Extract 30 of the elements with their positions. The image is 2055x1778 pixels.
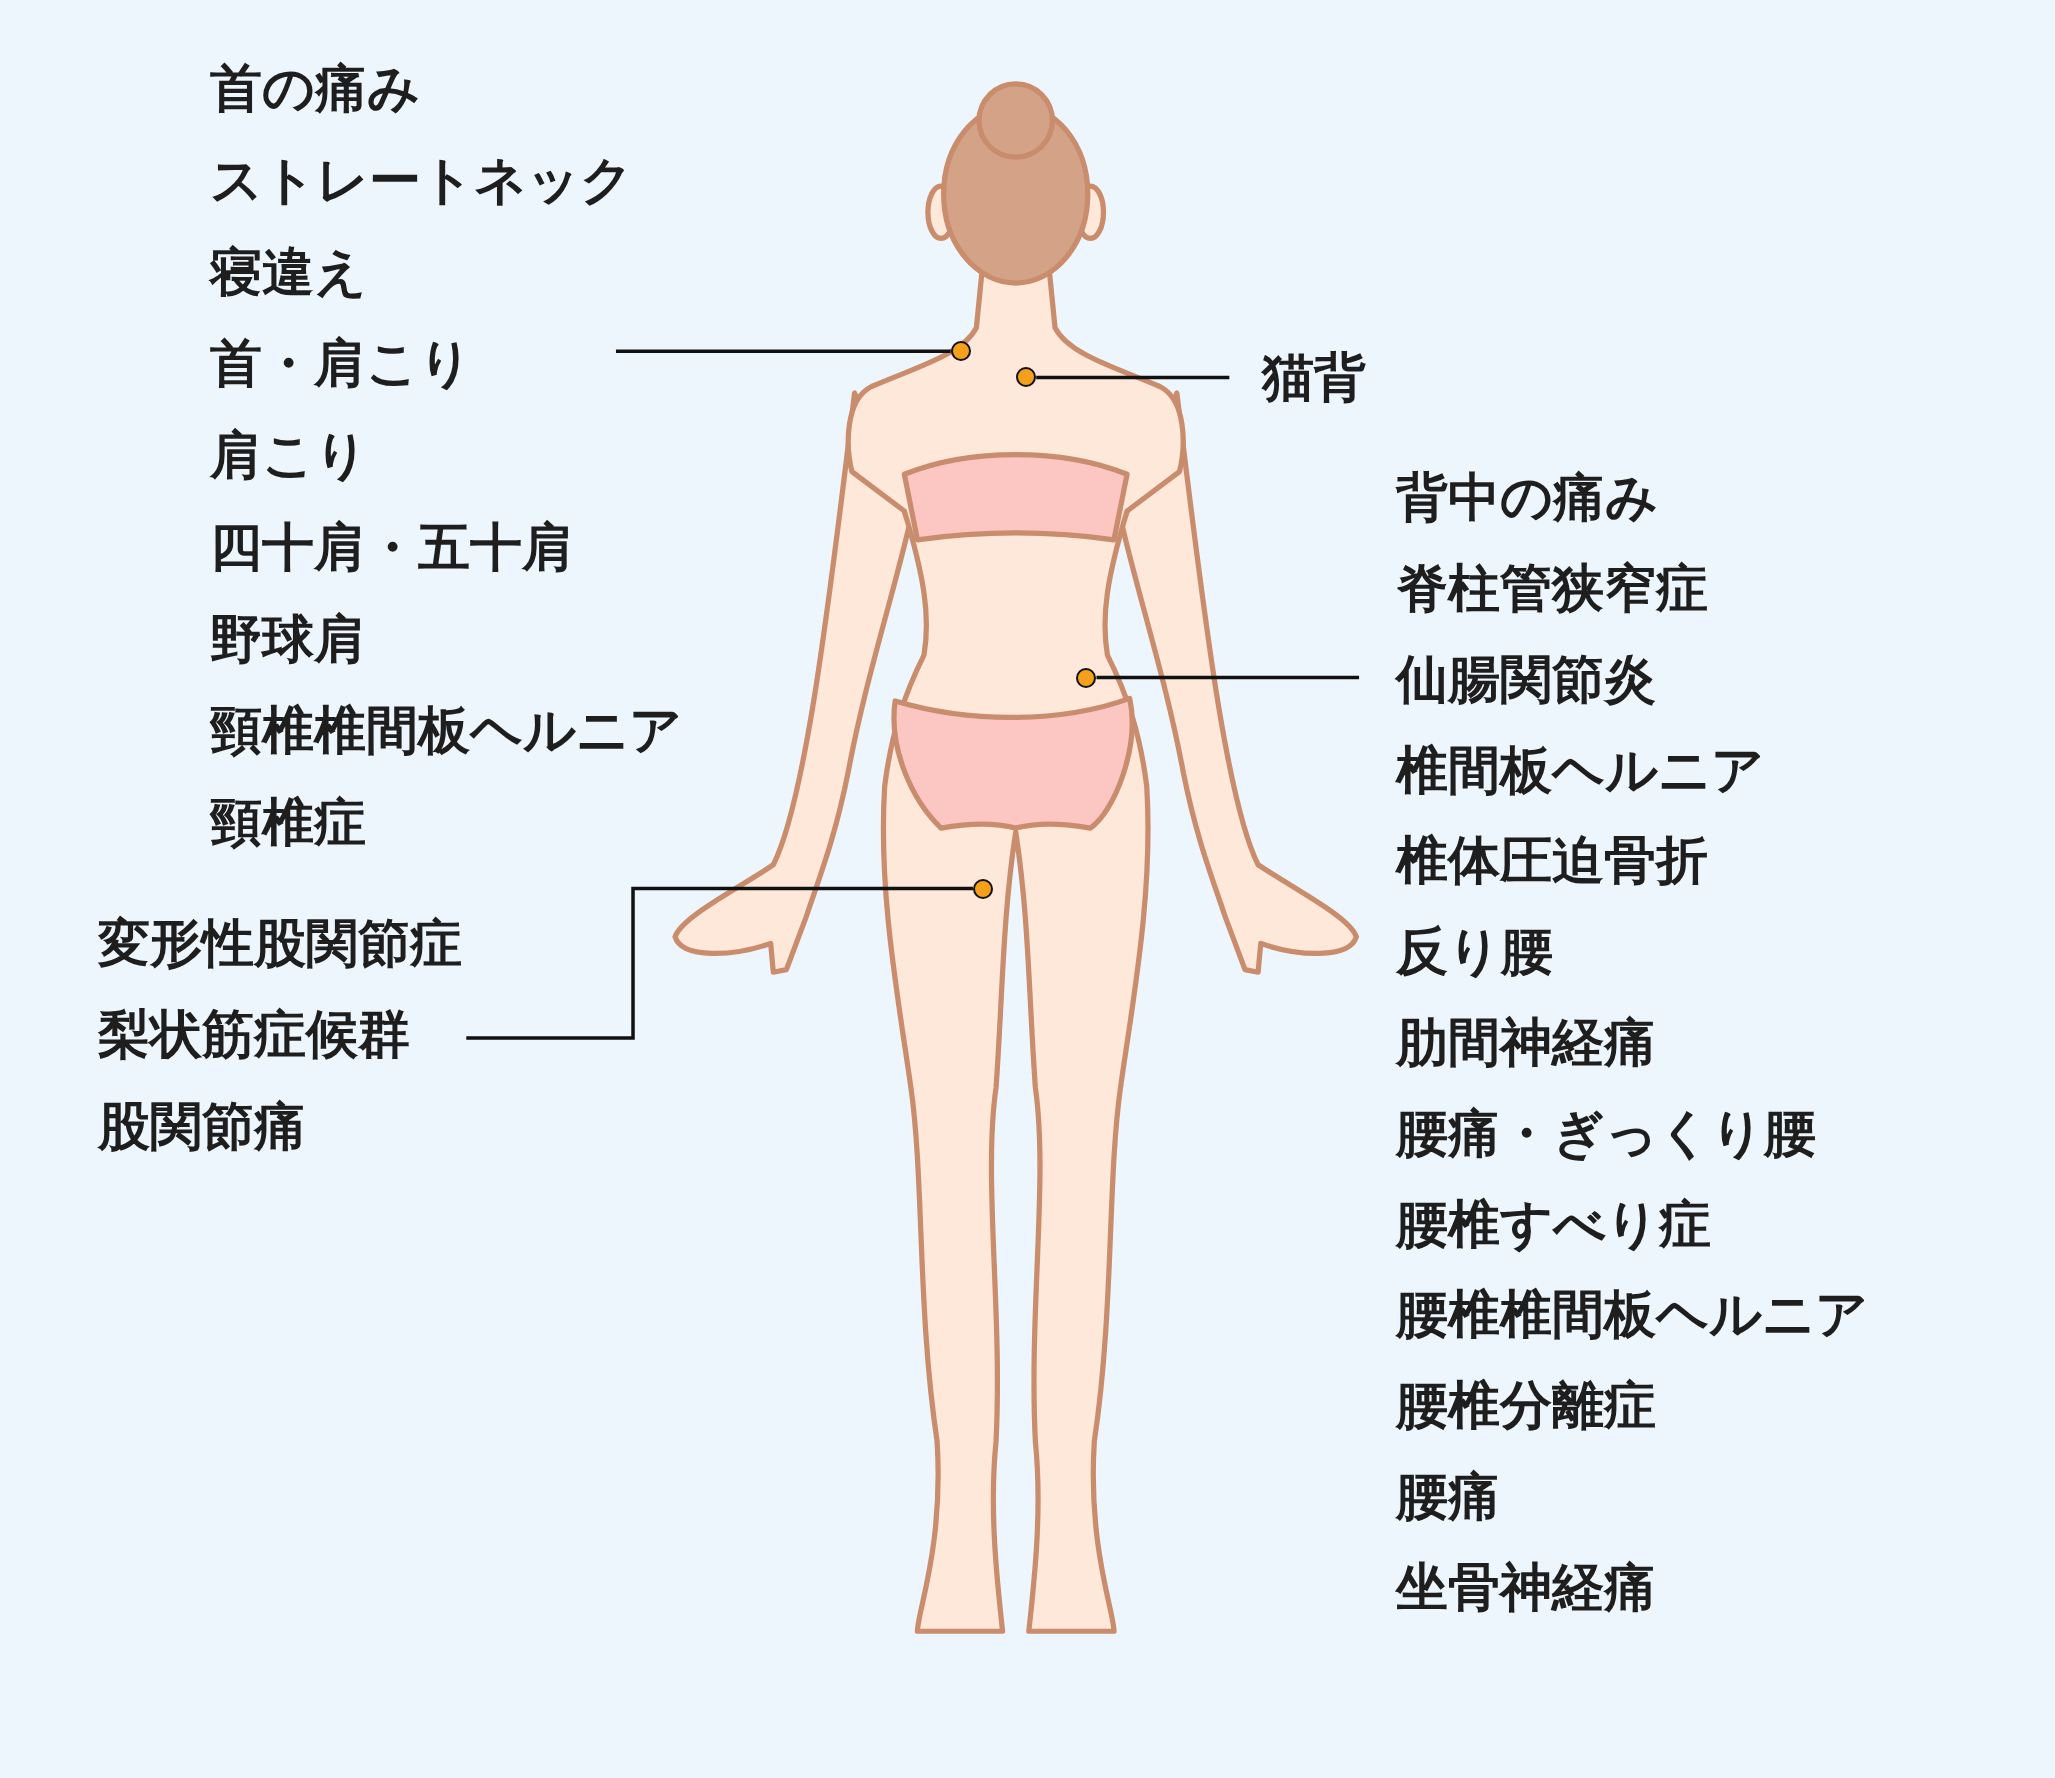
condition-label: 脊柱管狭窄症 — [1395, 556, 1709, 620]
condition-label: 背中の痛み — [1395, 466, 1659, 530]
condition-label: 変形性股関節症 — [98, 911, 463, 975]
condition-label: 首の痛み — [209, 57, 421, 121]
condition-label: 首・肩こり — [209, 332, 473, 396]
condition-label: 野球肩 — [209, 607, 367, 671]
condition-label: 頸椎症 — [209, 791, 367, 855]
condition-label: 腰椎椎間板ヘルニア — [1395, 1283, 1868, 1347]
condition-label: 肋間神経痛 — [1395, 1011, 1657, 1074]
condition-label: 股関節痛 — [98, 1095, 308, 1159]
condition-label: 仙腸関節炎 — [1395, 647, 1657, 711]
leader-line — [1096, 675, 1360, 680]
condition-label: 頸椎椎間板ヘルニア — [209, 699, 682, 763]
condition-label: 腰痛・ぎっくり腰 — [1395, 1101, 1817, 1165]
condition-label: 腰椎すべり症 — [1395, 1192, 1712, 1256]
condition-label: ストレートネック — [209, 148, 634, 212]
condition-label: 腰椎分離症 — [1395, 1374, 1657, 1438]
condition-label: 椎体圧迫骨折 — [1395, 829, 1709, 893]
condition-label: 四十肩・五十肩 — [209, 515, 575, 579]
condition-label: 肩こり — [209, 424, 369, 488]
leader-line — [466, 886, 973, 1040]
condition-label: 反り腰 — [1395, 920, 1554, 984]
condition-label: 椎間板ヘルニア — [1395, 738, 1765, 802]
leader-line — [616, 349, 951, 353]
leader-line — [1036, 375, 1230, 380]
condition-label: 腰痛 — [1395, 1465, 1501, 1529]
condition-label: 梨状筋症候群 — [98, 1003, 412, 1067]
condition-label: 坐骨神経痛 — [1395, 1555, 1657, 1619]
condition-label: 寝違え — [209, 240, 368, 304]
condition-label: 猫背 — [1262, 345, 1367, 409]
